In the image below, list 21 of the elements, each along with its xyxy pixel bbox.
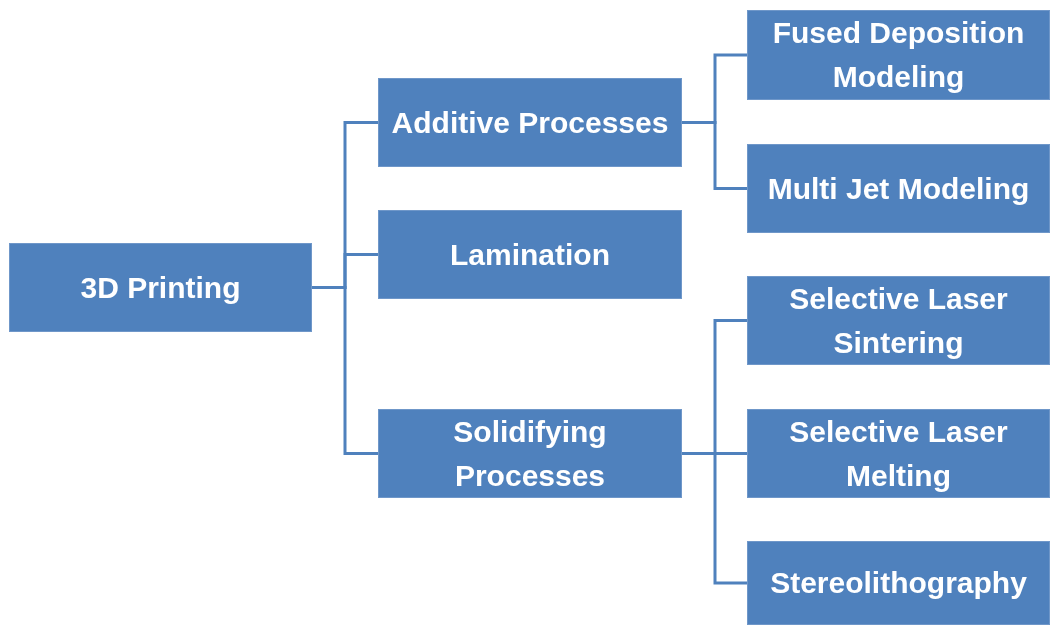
box-label: Fused Deposition Modeling xyxy=(771,15,1026,95)
connector-line xyxy=(312,286,378,455)
connector-line xyxy=(682,452,747,585)
process-box xyxy=(747,276,1050,365)
process-box xyxy=(378,78,682,167)
box-label: Selective Laser Sintering xyxy=(788,280,1009,361)
process-box xyxy=(747,541,1050,625)
process-box xyxy=(9,243,312,332)
process-box xyxy=(378,210,682,299)
box-label: 3D Printing xyxy=(80,269,241,306)
box-label: Selective Laser Melting xyxy=(788,413,1009,494)
box-label: Multi Jet Modeling xyxy=(767,170,1030,207)
connector-line xyxy=(682,121,747,190)
box-label: Additive Processes xyxy=(391,104,669,141)
process-box xyxy=(747,144,1050,233)
process-box xyxy=(378,409,682,498)
process-box xyxy=(747,409,1050,498)
box-label: Stereolithography xyxy=(770,565,1027,601)
process-box xyxy=(747,10,1050,100)
box-label: Lamination xyxy=(450,236,610,273)
box-label: Solidifying Processes xyxy=(452,413,608,494)
